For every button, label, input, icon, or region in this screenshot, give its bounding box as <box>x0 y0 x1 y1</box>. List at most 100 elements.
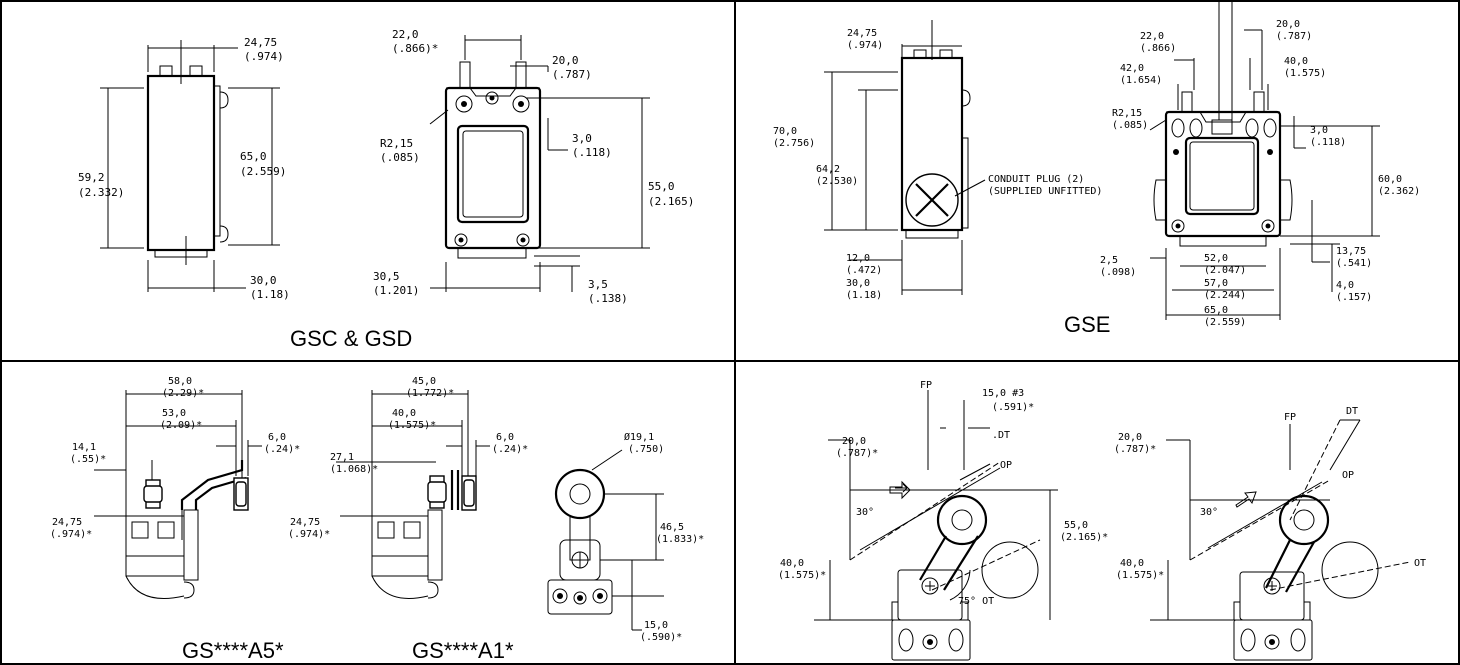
svg-text:DT: DT <box>1346 406 1358 417</box>
svg-text:(SUPPLIED UNFITTED): (SUPPLIED UNFITTED) <box>988 186 1102 197</box>
svg-text:3,0: 3,0 <box>572 132 592 145</box>
svg-text:(2.244): (2.244) <box>1204 290 1246 301</box>
a1-dim-45-0-in: (1.772)* <box>406 388 454 399</box>
svg-text:3,0: 3,0 <box>1310 125 1328 136</box>
gse-dim-4-0-in: (.157) <box>1336 292 1372 303</box>
svg-text:(.866)*: (.866)* <box>392 42 438 55</box>
panel-lever-arms: 58,0 (2.29)* 53,0 (2.09)* 14,1 (.55)* 6,… <box>50 376 704 663</box>
svg-text:30°: 30° <box>856 507 874 518</box>
svg-text:(2.047): (2.047) <box>1204 265 1246 276</box>
gsc-dim-20-0: 20,0 <box>552 54 579 67</box>
a5-dim-6-0-in: (.24)* <box>264 444 300 455</box>
travel-dt-right: DT <box>1346 406 1358 417</box>
svg-text:OP: OP <box>1000 460 1012 471</box>
travel-dim-40-0-right: 40,0 <box>1120 558 1144 569</box>
svg-text:(.24)*: (.24)* <box>264 444 300 455</box>
svg-text:(1.18): (1.18) <box>250 288 290 301</box>
a5-dim-53-0: 53,0 <box>162 408 186 419</box>
travel-ot-left: 75° OT <box>958 596 994 607</box>
svg-text:30,0: 30,0 <box>846 278 870 289</box>
svg-text:55,0: 55,0 <box>648 180 675 193</box>
svg-text:(2.362): (2.362) <box>1378 186 1420 197</box>
svg-text:(.472): (.472) <box>846 265 882 276</box>
gsc-dim-24-75-in: (.974) <box>244 50 284 63</box>
svg-text:12,0: 12,0 <box>846 253 870 264</box>
svg-text:.DT: .DT <box>992 430 1010 441</box>
travel-dim-55-0: 55,0 <box>1064 520 1088 531</box>
gse-dim-52-0: 52,0 <box>1204 253 1228 264</box>
gsc-front-view <box>429 35 650 292</box>
travel-diagram-right <box>1150 419 1411 661</box>
svg-text:(.085): (.085) <box>380 151 420 164</box>
caption-gs-a1: GS****A1* <box>412 638 514 663</box>
svg-text:40,0: 40,0 <box>392 408 416 419</box>
gsc-dim-55-0: 55,0 <box>648 180 675 193</box>
svg-text:FP: FP <box>920 380 932 391</box>
gse-dim-12-0-in: (.472) <box>846 265 882 276</box>
svg-text:15,0: 15,0 <box>644 620 668 631</box>
a1-dim-46-5-in: (1.833)* <box>656 534 704 545</box>
svg-text:40,0: 40,0 <box>1120 558 1144 569</box>
svg-text:53,0: 53,0 <box>162 408 186 419</box>
gsc-dim-65-0: 65,0 <box>240 150 267 163</box>
travel-dim-40-0-left: 40,0 <box>780 558 804 569</box>
gse-dim-3-0-in: (.118) <box>1310 137 1346 148</box>
svg-text:(.974)*: (.974)* <box>288 529 330 540</box>
svg-text:(1.575): (1.575) <box>1284 68 1326 79</box>
gsc-dim-22-0: 22,0 <box>392 28 419 41</box>
svg-text:30,5: 30,5 <box>373 270 400 283</box>
gse-dim-24-75: 24,75 <box>847 28 877 39</box>
gse-dim-12-0: 12,0 <box>846 253 870 264</box>
gsc-dim-30-0: 30,0 <box>250 274 277 287</box>
gsc-dim-20-0-in: (.787) <box>552 68 592 81</box>
svg-text:4,0: 4,0 <box>1336 280 1354 291</box>
a5-dim-53-0-in: (2.09)* <box>160 420 202 431</box>
svg-text:6,0: 6,0 <box>268 432 286 443</box>
a1-dim-dia-19-1-in: (.750) <box>628 444 664 455</box>
gsc-dim-r2-15: R2,15 <box>380 137 413 150</box>
travel-dim-20-0-left-in: (.787)* <box>836 448 878 459</box>
svg-text:58,0: 58,0 <box>168 376 192 387</box>
gse-front-view <box>1149 2 1380 320</box>
travel-fp-right: FP <box>1284 412 1296 423</box>
a5-dim-24-75: 24,75 <box>52 517 82 528</box>
panel-travel-diagrams: FP 15,0 #3 (.591)* .DT 20,0 (.787)* OP 3… <box>778 380 1426 661</box>
travel-dim-15-0: 15,0 #3 <box>982 388 1024 399</box>
svg-text:(1.833)*: (1.833)* <box>656 534 704 545</box>
svg-text:(1.201): (1.201) <box>373 284 419 297</box>
gse-dim-r2-15-in: (.085) <box>1112 120 1148 131</box>
svg-text:27,1: 27,1 <box>330 452 354 463</box>
caption-gs-a5: GS****A5* <box>182 638 284 663</box>
svg-text:(.085): (.085) <box>1112 120 1148 131</box>
svg-text:22,0: 22,0 <box>392 28 419 41</box>
gse-dim-30-0-in: (1.18) <box>846 290 882 301</box>
svg-text:(.541): (.541) <box>1336 258 1372 269</box>
a1-dim-dia-19-1: Ø19,1 <box>624 431 654 443</box>
travel-angle-30-left: 30° <box>856 507 874 518</box>
gse-dim-64-2: 64,2 <box>816 164 840 175</box>
a1-dim-15-0: 15,0 <box>644 620 668 631</box>
a5-dim-58-0-in: (2.29)* <box>162 388 204 399</box>
gse-dim-4-0: 4,0 <box>1336 280 1354 291</box>
a5-dim-58-0: 58,0 <box>168 376 192 387</box>
a1-dim-27-1-in: (1.068)* <box>330 464 378 475</box>
svg-text:(.974): (.974) <box>847 40 883 51</box>
panel-gsc-gsd: 24,75 (.974) 59,2 (2.332) 65,0 (2.559) 3… <box>78 28 694 351</box>
travel-dim-20-0-right: 20,0 <box>1118 432 1142 443</box>
svg-text:(2.530): (2.530) <box>816 176 858 187</box>
a1-dim-15-0-in: (.590)* <box>640 632 682 643</box>
gse-dim-13-75: 13,75 <box>1336 246 1366 257</box>
gse-dim-2-5-in: (.098) <box>1100 267 1136 278</box>
svg-text:22,0: 22,0 <box>1140 31 1164 42</box>
svg-text:(.974): (.974) <box>244 50 284 63</box>
svg-text:(.157): (.157) <box>1336 292 1372 303</box>
a5-lever-drawing <box>94 390 262 599</box>
travel-angle-30-right: 30° <box>1200 507 1218 518</box>
a5-dim-24-75-in: (.974)* <box>50 529 92 540</box>
a1-dim-24-75-in: (.974)* <box>288 529 330 540</box>
svg-text:24,75: 24,75 <box>290 517 320 528</box>
travel-fp-left: FP <box>920 380 932 391</box>
gse-dim-22-0: 22,0 <box>1140 31 1164 42</box>
gse-dim-60-0: 60,0 <box>1378 174 1402 185</box>
